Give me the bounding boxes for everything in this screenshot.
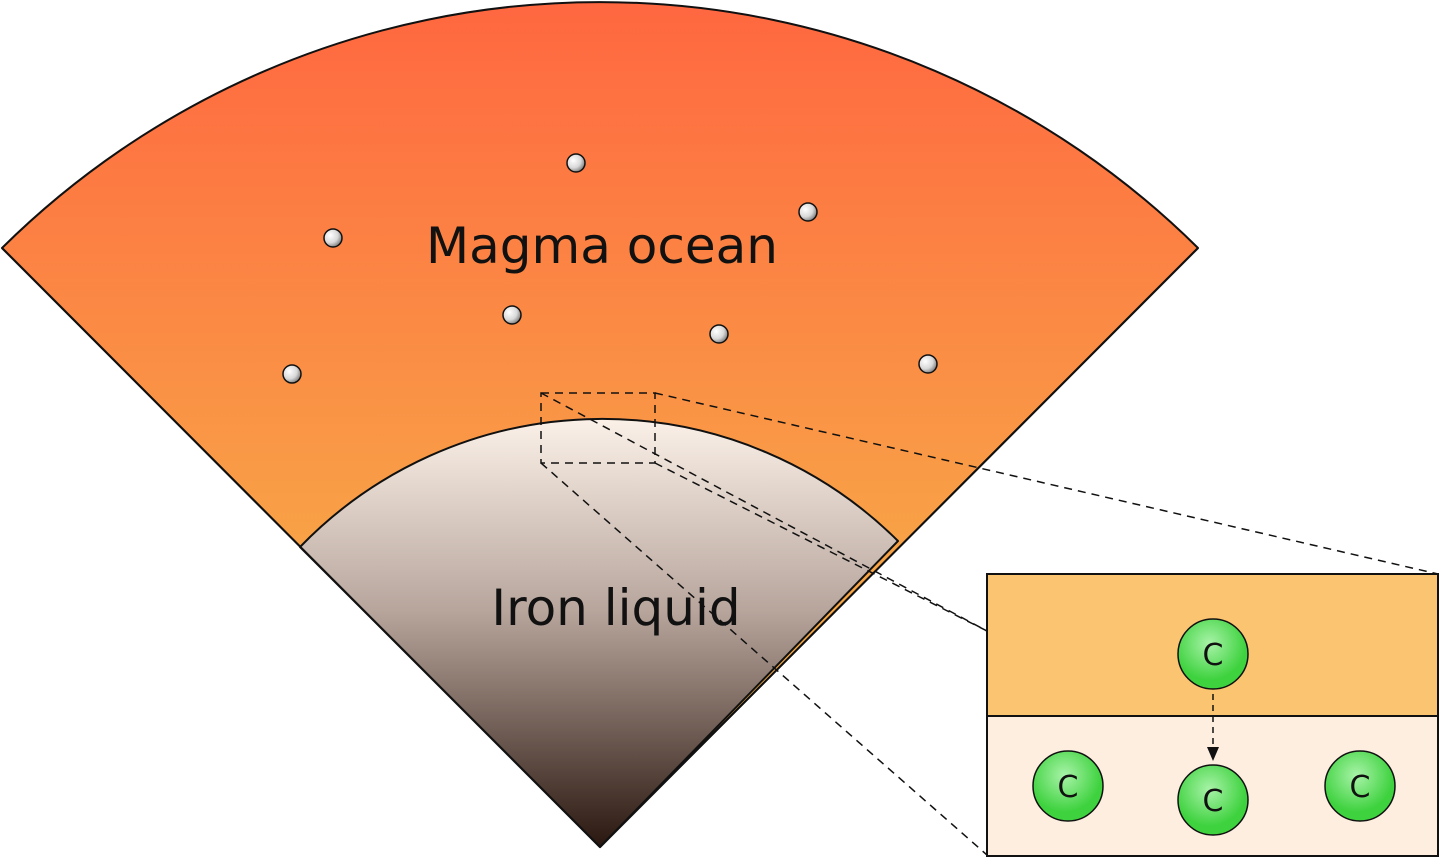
projection-line [654, 462, 988, 632]
carbon-atom-circle [1177, 618, 1249, 690]
particle-dot [798, 202, 818, 222]
projection-line [654, 392, 1439, 575]
particle-dot [566, 153, 586, 173]
carbon-atom-circle [1177, 764, 1249, 836]
zoom-projection-lines [540, 392, 1439, 856]
carbon-atom-label: C [1058, 770, 1079, 805]
carbon-atom-label: C [1203, 638, 1224, 673]
sector-outline [1, 247, 1199, 849]
particle-dot [282, 364, 302, 384]
carbon-atom-circle [1032, 750, 1104, 822]
carbon-atom-iron-right: C [1324, 750, 1396, 822]
particle-dot [709, 324, 729, 344]
particle-dot [502, 305, 522, 325]
iron-liquid-label: Iron liquid [491, 579, 740, 637]
projection-line [540, 462, 988, 856]
carbon-atom-iron-left: C [1032, 750, 1104, 822]
iron-liquid-region [299, 417, 899, 848]
magma-ocean-label: Magma ocean [426, 217, 778, 275]
carbon-atom-label: C [1203, 784, 1224, 819]
magma-particles [282, 153, 938, 384]
carbon-atom-circle [1324, 750, 1396, 822]
zoom-inset-panel: C C C C [986, 573, 1439, 857]
particle-dot [323, 228, 343, 248]
particle-dot [918, 354, 938, 374]
carbon-atom-iron-center: C [1177, 764, 1249, 836]
projection-line [540, 392, 988, 632]
carbon-atom-magma: C [1177, 618, 1249, 690]
carbon-atom-label: C [1350, 770, 1371, 805]
zoom-region-box [540, 392, 656, 464]
arrow-head-down [1207, 747, 1219, 761]
